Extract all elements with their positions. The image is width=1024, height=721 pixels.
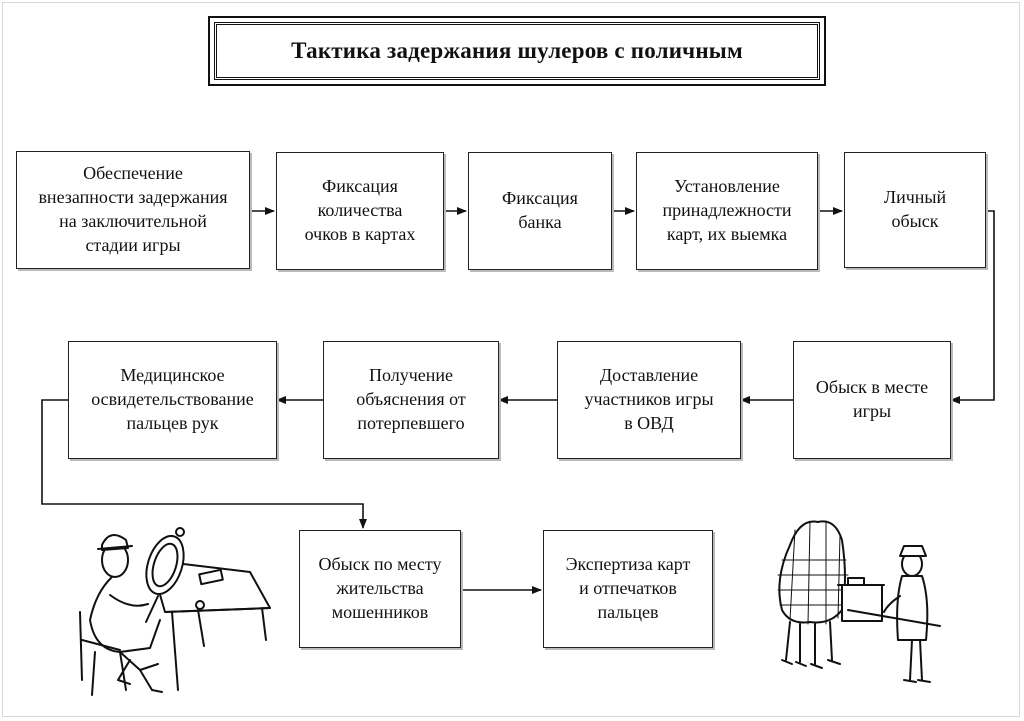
step-s6-game-place-search: Обыск в месте игры <box>793 341 951 459</box>
step-s7-delivery-to-ovd: Доставление участников игры в ОВД <box>557 341 741 459</box>
diagram-title: Тактика задержания шулеров с поличным <box>214 22 820 80</box>
step-s11-cards-fingerprints-expertise: Экспертиза карт и отпечатков пальцев <box>543 530 713 648</box>
caught-cardsharps-in-net-illustration <box>777 520 941 683</box>
arrow-s9-s10 <box>41 399 367 529</box>
step-s3-bank-fixation: Фиксация банка <box>468 152 612 270</box>
step-s4-cards-ownership: Установление принадлежности карт, их вые… <box>636 152 818 270</box>
step-s5-personal-search: Личный обыск <box>844 152 986 268</box>
step-s9-medical-examination: Медицинское освидетельствование пальцев … <box>68 341 277 459</box>
step-s10-residence-search: Обыск по месту жительства мошенников <box>299 530 461 648</box>
step-s2-points-fixation: Фиксация количества очков в картах <box>276 152 444 270</box>
diagram-title-frame: Тактика задержания шулеров с поличным <box>208 16 826 86</box>
step-s1-surprise-detention: Обеспечение внезапности задержания на за… <box>16 151 250 269</box>
investigator-with-magnifier-illustration <box>79 527 271 696</box>
arrow-s5-s6 <box>950 210 995 404</box>
step-s8-victim-explanation: Получение объяснения от потерпевшего <box>323 341 499 459</box>
